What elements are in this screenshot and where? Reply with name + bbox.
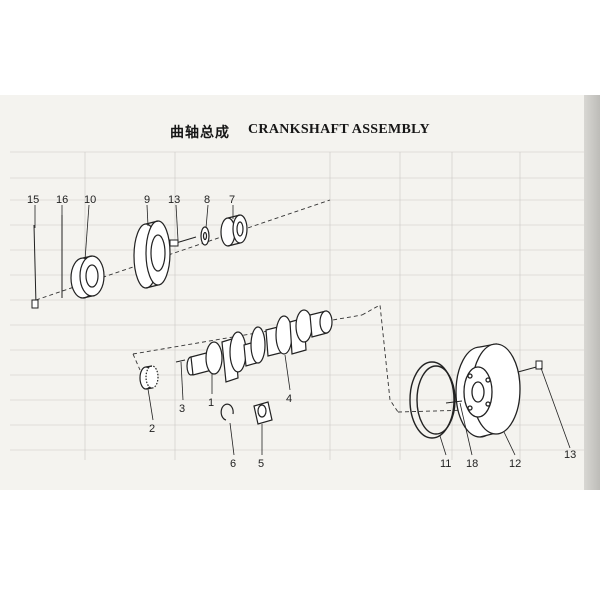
part-9-damper-pulley	[133, 220, 171, 289]
part-13-bolt	[169, 236, 197, 247]
part-callouts: 15 16 10 9 13 8 7 2 3 1 4 6 5 11 18 12 1…	[27, 194, 576, 470]
callout-2: 2	[149, 423, 155, 435]
callout-3: 3	[179, 403, 185, 415]
callout-11: 11	[440, 458, 451, 470]
callout-4: 4	[286, 393, 292, 405]
callout-13: 13	[168, 194, 180, 206]
part-15-bolt	[31, 224, 39, 309]
callout-5: 5	[258, 458, 264, 470]
assembly-centerlines	[35, 199, 471, 413]
callout-18: 18	[466, 458, 478, 470]
callout-9: 9	[144, 194, 150, 206]
part-5-thrust-washer	[253, 401, 273, 425]
callout-7: 7	[229, 194, 235, 206]
part-7-hub	[220, 214, 248, 247]
title-english: CRANKSHAFT ASSEMBLY	[248, 122, 430, 137]
part-2-timing-gear	[139, 365, 159, 390]
part-18-pin	[445, 400, 463, 404]
title-chinese: 曲轴总成	[170, 125, 230, 141]
part-3-key	[175, 359, 186, 363]
callout-8: 8	[204, 194, 210, 206]
part-6-snap-ring	[220, 403, 234, 421]
page-edge-shadow	[584, 95, 600, 490]
callout-12: 12	[509, 458, 521, 470]
part-1-crankshaft	[186, 309, 333, 383]
callout-16: 16	[56, 194, 68, 206]
part-13-flywheel-bolt	[517, 360, 543, 373]
part-11-ring-gear	[409, 361, 456, 439]
callout-15: 15	[27, 194, 39, 206]
callout-6: 6	[230, 458, 236, 470]
page-title: 曲轴总成 CRANKSHAFT ASSEMBLY	[150, 122, 470, 142]
callout-13b: 13	[564, 449, 576, 461]
part-8-washer	[200, 226, 210, 246]
callout-1: 1	[208, 397, 214, 409]
callout-leader-lines	[34, 204, 571, 456]
callout-10: 10	[84, 194, 96, 206]
part-12-flywheel	[455, 343, 521, 438]
part-10-pulley	[70, 255, 105, 299]
